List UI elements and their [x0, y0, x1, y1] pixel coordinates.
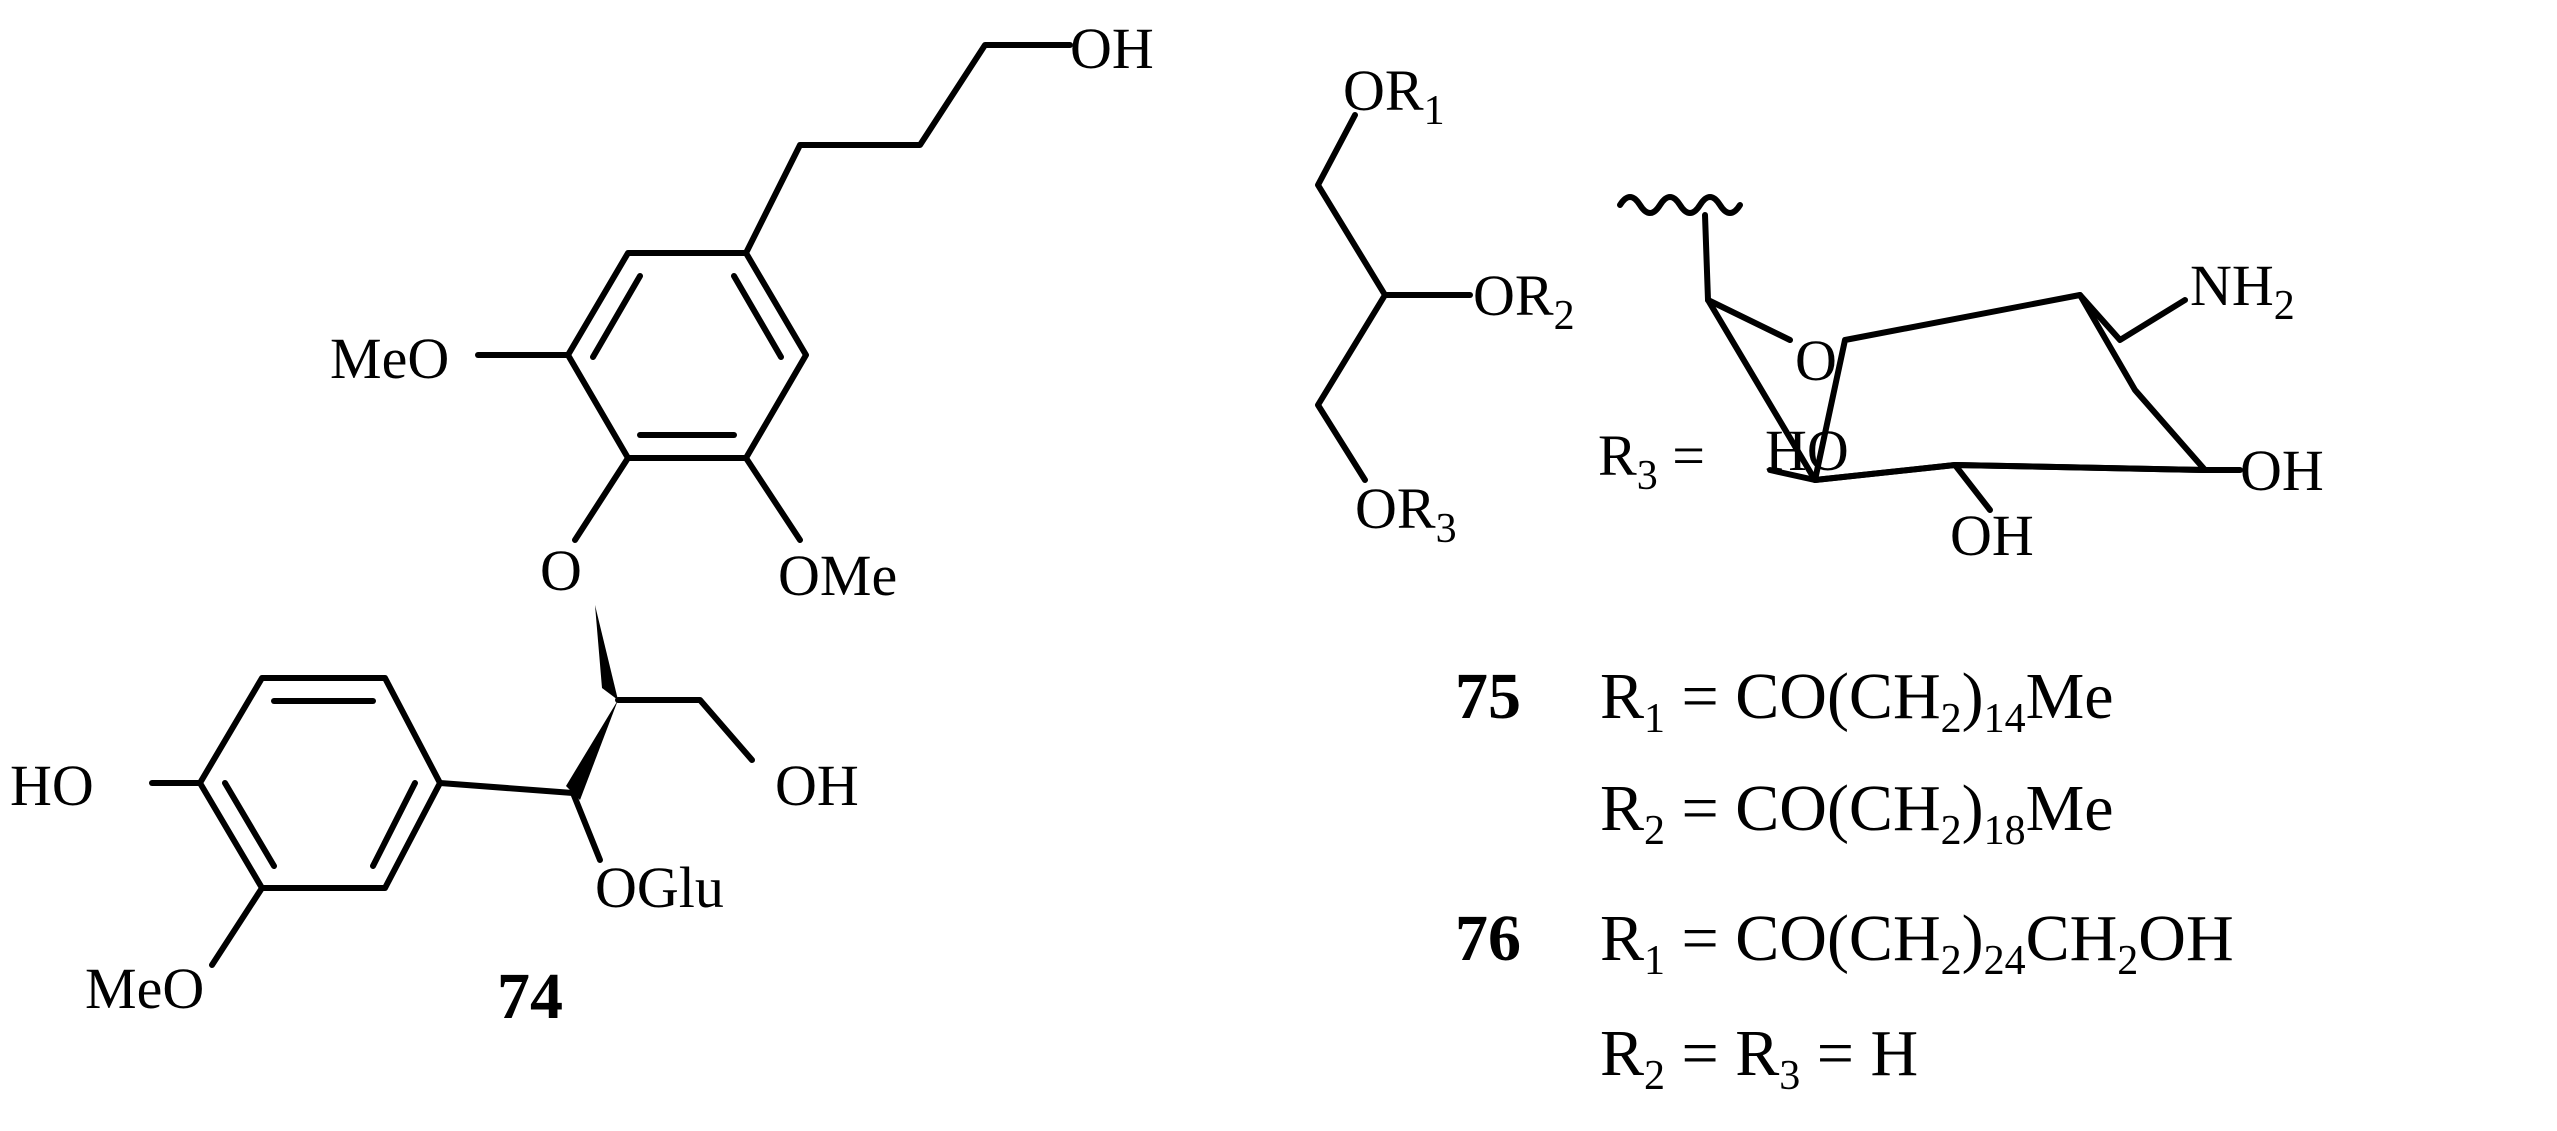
wedge-bond: [566, 700, 618, 800]
ome-lower-bond: [743, 455, 803, 543]
sugar-ring-o-label: O: [1795, 328, 1837, 393]
compound-75-number: 75: [1455, 660, 1521, 733]
meo-bottom-label: MeO: [85, 956, 204, 1021]
ch2-bond: [2077, 292, 2188, 343]
oglu-bond: [570, 790, 603, 863]
glycerol-bond: [1315, 112, 1388, 483]
chain-bond: [615, 697, 755, 763]
nh2-label: NH2: [2190, 253, 2295, 329]
wedge-bond: [595, 605, 618, 700]
glycerol-backbone: OR1 OR2 OR3: [1315, 58, 1575, 552]
compound-76-number: 76: [1455, 902, 1521, 975]
wavy-bond: [1617, 194, 1743, 216]
upper-ring-bond: [565, 250, 809, 461]
propanol-chain-bond: [743, 42, 1073, 256]
or3-label: OR3: [1355, 476, 1457, 552]
ome-lower-label: OMe: [778, 543, 897, 608]
anomeric-bond: [1702, 212, 1711, 303]
oh-chain-label: OH: [775, 753, 859, 818]
compound-definitions: 75 R1 = CO(CH2)14Me R2 = CO(CH2)18Me 76 …: [1455, 660, 2234, 1099]
lower-ring-double-bond: [222, 780, 277, 869]
oglu-label: OGlu: [595, 855, 724, 920]
compound-74: OH MeO OMe O HO OH OGlu MeO 74: [10, 16, 1154, 1033]
compound-76-r2: R2 = R3 = H: [1600, 1017, 1918, 1099]
ho-bond: [1767, 467, 1818, 483]
compound-75-r1: R1 = CO(CH2)14Me: [1600, 660, 2114, 742]
meo-bottom-bond: [209, 885, 265, 968]
upper-ring-double-bond: [590, 273, 643, 360]
sugar-r3-substituent: R3 = O NH2 HO OH OH: [1598, 194, 2324, 568]
r3-label: R3 =: [1598, 423, 1705, 499]
meo-upper-label: MeO: [330, 326, 449, 391]
ether-o-label: O: [540, 538, 582, 603]
lower-ring-double-bond: [370, 780, 418, 869]
compound-74-number: 74: [497, 960, 563, 1033]
aryl-chain-bond: [437, 780, 576, 796]
aryl-ether-bond: [572, 455, 631, 543]
sugar-oh-bottom-label: OH: [1950, 503, 2034, 568]
sugar-ho-label: HO: [1765, 418, 1849, 483]
compound-76-r1: R1 = CO(CH2)24CH2OH: [1600, 902, 2234, 984]
or1-label: OR1: [1343, 58, 1445, 134]
upper-ring-double-bond: [731, 273, 784, 360]
oh-top-label: OH: [1070, 16, 1154, 81]
oh-bottom-bond: [1952, 462, 1993, 513]
lower-ring-bond: [197, 675, 443, 891]
sugar-oh-right-label: OH: [2240, 438, 2324, 503]
or2-label: OR2: [1473, 263, 1575, 339]
ho-left-label: HO: [10, 753, 94, 818]
compound-75-r2: R2 = CO(CH2)18Me: [1600, 772, 2114, 854]
sugar-ring-bond: [1705, 297, 2208, 483]
